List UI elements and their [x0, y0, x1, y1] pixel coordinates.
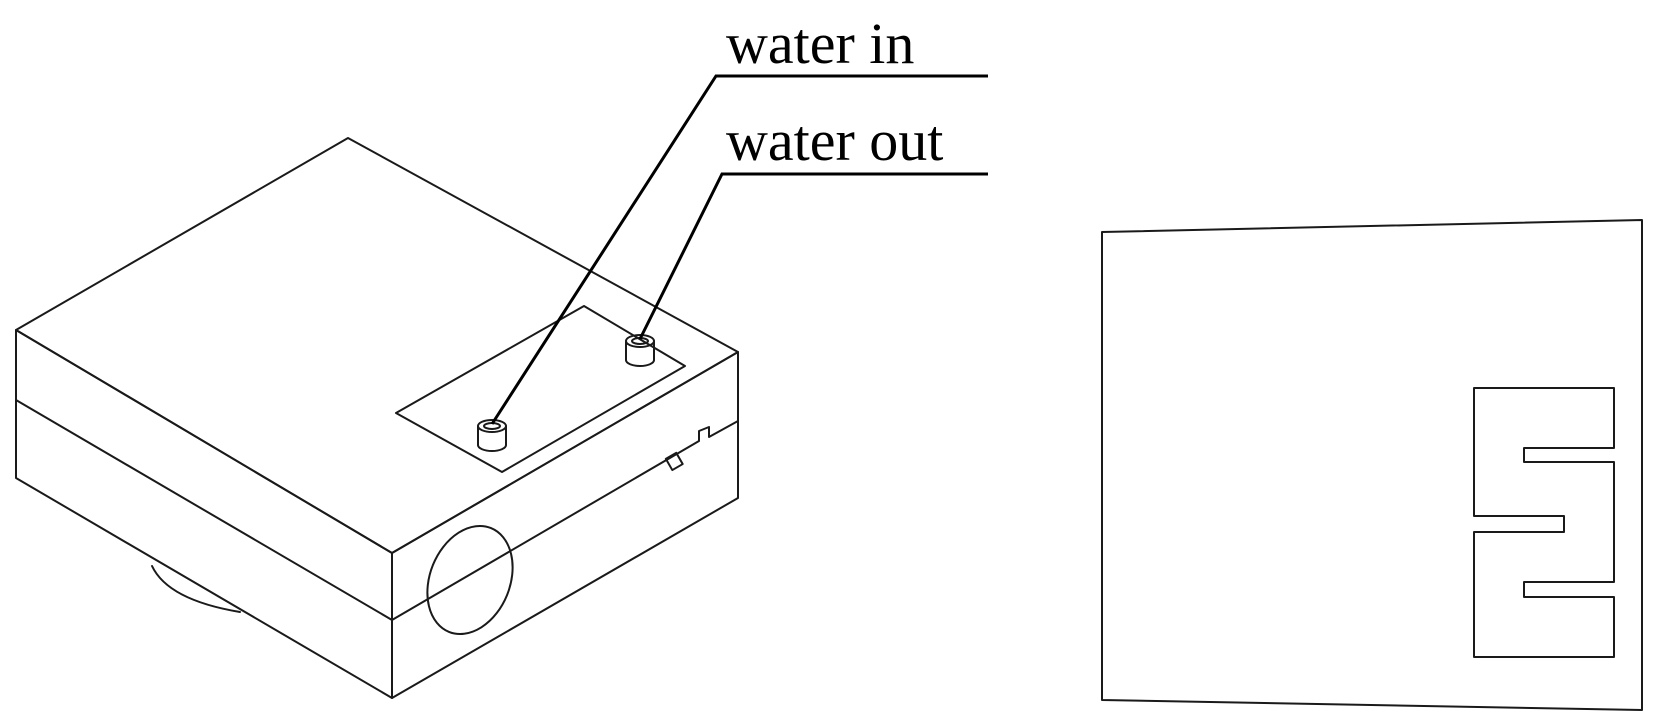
lens-window	[426, 524, 514, 636]
housing-right-face	[391, 351, 739, 699]
cooling-plate	[1101, 219, 1643, 711]
side-connector	[664, 451, 684, 472]
housing-left-face	[15, 329, 393, 699]
top-cover-plate	[395, 305, 686, 473]
plate-outline	[1101, 219, 1643, 711]
bottom-disk	[151, 565, 241, 613]
housing-seam	[15, 399, 739, 621]
water-in-label: water in	[726, 11, 914, 76]
water-out-label: water out	[726, 108, 943, 173]
water-out-port	[625, 334, 655, 367]
water-in-leader	[490, 74, 988, 425]
water-out-leader	[638, 172, 988, 340]
water-in-port	[477, 419, 507, 452]
device-housing	[15, 137, 739, 699]
serpentine-channel	[1473, 387, 1615, 658]
